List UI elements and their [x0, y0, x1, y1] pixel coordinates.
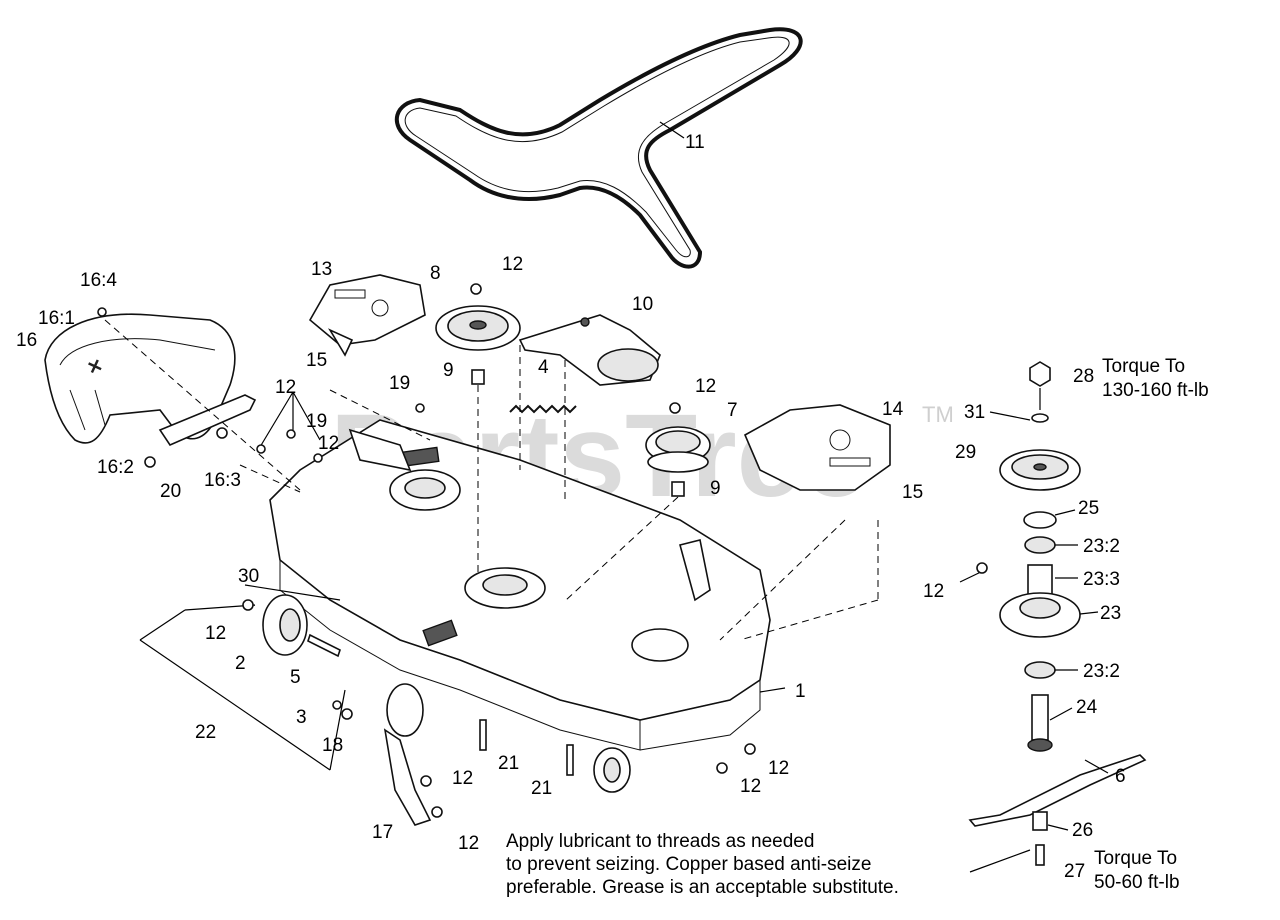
callout-26: 26 [1072, 820, 1093, 841]
callout-19b: 19 [306, 411, 327, 432]
callout-16-1: 16:1 [38, 308, 75, 329]
callout-3: 3 [296, 707, 307, 728]
bolt-21b[interactable] [566, 744, 574, 776]
callout-2: 2 [235, 653, 246, 674]
lubricant-line2: to prevent seizing. Copper based anti-se… [506, 854, 871, 875]
callout-24: 24 [1076, 697, 1098, 718]
torque-note-top: Torque To 130-160 ft-lb [1102, 356, 1209, 401]
callout-16: 16 [16, 330, 37, 351]
torque-note-bottom: Torque To 50-60 ft-lb [1094, 848, 1180, 893]
callout-23: 23 [1100, 603, 1121, 624]
deck-housing[interactable] [269, 419, 771, 751]
belt-cover-13[interactable] [308, 274, 426, 357]
callout-29: 29 [955, 442, 976, 463]
lubricant-line1: Apply lubricant to threads as needed [506, 831, 814, 852]
belt-cover-14[interactable] [743, 404, 891, 491]
callout-12h: 12 [768, 758, 789, 779]
callout-12d: 12 [205, 623, 226, 644]
spacer-9b[interactable] [671, 481, 685, 497]
callout-16-2: 16:2 [97, 457, 134, 478]
callout-21b: 21 [531, 778, 552, 799]
left-deck-cover[interactable]: ✕ [44, 313, 236, 444]
callout-19a: 19 [389, 373, 410, 394]
callout-12g: 12 [740, 776, 761, 797]
belt[interactable] [394, 27, 803, 269]
torque-top-line2: 130-160 ft-lb [1102, 380, 1209, 401]
bolt-5[interactable] [307, 633, 341, 658]
callout-12e: 12 [452, 768, 473, 789]
callout-12a: 12 [502, 254, 523, 275]
idler-arm-10[interactable] [518, 314, 661, 386]
callout-11: 11 [685, 132, 705, 153]
cover-bracket[interactable] [97, 307, 257, 468]
watermark-tm: TM [922, 402, 954, 427]
callout-10: 10 [632, 294, 653, 315]
callout-20: 20 [160, 481, 181, 502]
callout-7: 7 [727, 400, 738, 421]
callout-21a: 21 [498, 753, 519, 774]
callout-9b: 9 [710, 478, 721, 499]
hardware-nuts[interactable] [242, 283, 988, 818]
torque-top-line1: Torque To [1102, 356, 1185, 377]
cover-logo: ✕ [85, 355, 106, 379]
callout-12f: 12 [458, 833, 479, 854]
pulley-8[interactable] [435, 305, 521, 351]
callout-15a: 15 [306, 350, 327, 371]
spacer-9a[interactable] [471, 369, 485, 385]
callout-15b: 15 [902, 482, 923, 503]
callout-23-3: 23:3 [1083, 569, 1120, 590]
callout-13: 13 [311, 259, 332, 280]
callout-4: 4 [538, 357, 549, 378]
gauge-wheel-front[interactable] [386, 683, 631, 793]
callout-12c: 12 [275, 377, 296, 398]
lubricant-note: Apply lubricant to threads as needed to … [506, 831, 899, 898]
callout-30: 30 [238, 566, 259, 587]
bracket-17[interactable] [383, 728, 432, 826]
callout-18: 18 [322, 735, 343, 756]
leader-lines [244, 121, 1109, 873]
callout-31: 31 [964, 402, 985, 423]
callout-6: 6 [1115, 766, 1126, 787]
callout-16-3: 16:3 [204, 470, 241, 491]
callout-1: 1 [795, 681, 806, 702]
lubricant-line3: preferable. Grease is an acceptable subs… [506, 877, 899, 898]
callout-23-2a: 23:2 [1083, 536, 1120, 557]
callout-labels: 1 2 3 4 5 6 7 8 9 9 10 11 12 12 12 12 12… [16, 132, 1126, 882]
callout-25: 25 [1078, 498, 1099, 519]
callout-12b: 12 [695, 376, 716, 397]
torque-bottom-line2: 50-60 ft-lb [1094, 872, 1180, 893]
callout-16-4: 16:4 [80, 270, 117, 291]
callout-27: 27 [1064, 861, 1085, 882]
callout-17: 17 [372, 822, 393, 843]
callout-12i: 12 [923, 581, 944, 602]
bolt-21a[interactable] [479, 719, 487, 751]
callout-8: 8 [430, 263, 441, 284]
spring-4[interactable] [509, 404, 577, 414]
callout-5: 5 [290, 667, 301, 688]
assembly-lines [104, 319, 879, 771]
gauge-wheel-2[interactable] [262, 594, 308, 656]
callout-28: 28 [1073, 366, 1094, 387]
pulley-7[interactable] [645, 426, 711, 473]
callout-14: 14 [882, 399, 904, 420]
callout-22: 22 [195, 722, 216, 743]
callout-23-2b: 23:2 [1083, 661, 1120, 682]
torque-bottom-line1: Torque To [1094, 848, 1177, 869]
spindle-assembly[interactable] [968, 361, 1147, 866]
callout-9a: 9 [443, 360, 454, 381]
callout-12j: 12 [318, 433, 339, 454]
